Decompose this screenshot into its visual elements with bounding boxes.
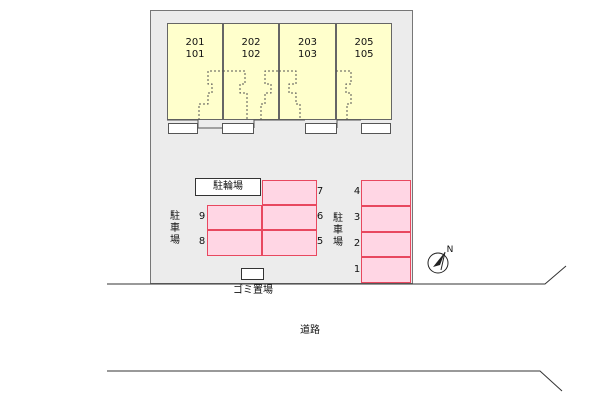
stair-outline-group (198, 70, 352, 120)
road-label: 道路 (300, 325, 320, 336)
parking-space-6 (262, 205, 317, 230)
unit-lower-number: 105 (354, 49, 374, 60)
parking-number: 1 (353, 264, 361, 275)
compass-icon (427, 251, 449, 274)
parking-number: 5 (316, 236, 324, 247)
road-edge-top (107, 265, 567, 285)
parking-number: 4 (353, 186, 361, 197)
garbage-label: ゴミ置場 (233, 285, 273, 296)
bicycle-parking: 駐輪場 (195, 178, 261, 196)
parking-space-9 (207, 205, 262, 230)
compass-north-label: N (446, 245, 454, 255)
parking-label: 駐車場 (170, 211, 180, 246)
unit-upper-number: 201 (185, 37, 205, 48)
road-edge-bottom (107, 370, 563, 392)
parking-number: 6 (316, 211, 324, 222)
building-outline (167, 120, 391, 128)
entrance-box (305, 123, 337, 134)
parking-number: 9 (198, 211, 206, 222)
unit-205-105: 205 105 (336, 23, 392, 120)
entrance-box (361, 123, 391, 134)
unit-lower-number: 103 (297, 49, 318, 60)
unit-lower-number: 102 (241, 49, 261, 60)
unit-upper-number: 202 (241, 37, 261, 48)
unit-201-101: 201 101 (167, 23, 223, 120)
parking-space-1 (361, 257, 411, 283)
parking-space-3 (361, 206, 411, 232)
parking-number: 3 (353, 212, 361, 223)
parking-space-2 (361, 232, 411, 257)
parking-space-8 (207, 230, 262, 256)
entrance-box (168, 123, 198, 134)
entrance-box (222, 123, 254, 134)
parking-number: 7 (316, 186, 324, 197)
garbage-area (241, 268, 264, 280)
parking-label: 駐車場 (333, 213, 343, 248)
parking-number: 8 (198, 236, 206, 247)
parking-space-4 (361, 180, 411, 206)
parking-number: 2 (353, 238, 361, 249)
unit-lower-number: 101 (185, 49, 205, 60)
unit-upper-number: 205 (354, 37, 374, 48)
parking-space-7 (262, 180, 317, 205)
parking-space-5 (262, 230, 317, 256)
unit-upper-number: 203 (297, 37, 318, 48)
